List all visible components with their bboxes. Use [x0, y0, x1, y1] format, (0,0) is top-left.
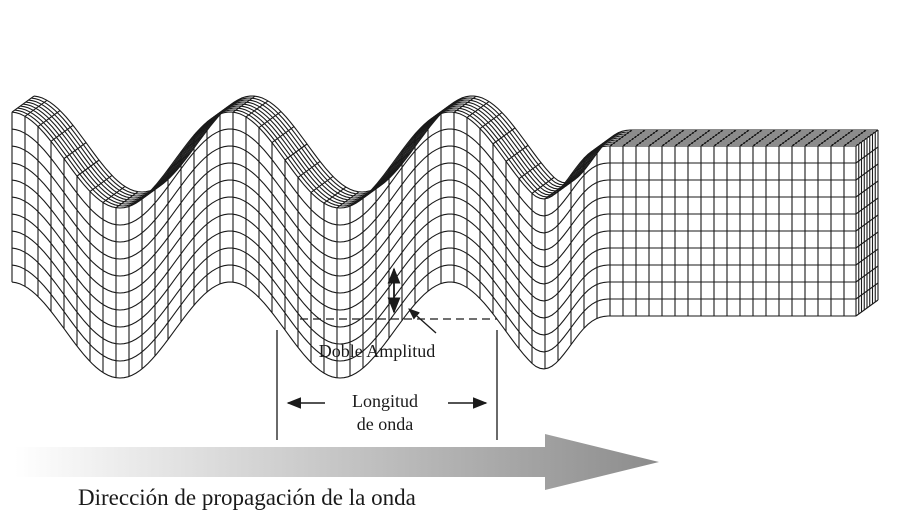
grid-line — [76, 159, 100, 177]
grid-line — [687, 129, 711, 147]
grid-line — [11, 247, 856, 345]
grid-line — [323, 186, 347, 204]
grid-line — [375, 168, 399, 186]
grid-line — [596, 131, 620, 149]
grid-line — [102, 186, 126, 203]
grid-line — [765, 129, 789, 147]
grid-line — [206, 105, 230, 123]
grid-line — [11, 264, 856, 362]
grid-line — [11, 230, 856, 328]
propagation-arrow — [15, 434, 659, 490]
double-amplitude-indicator: Doble Amplitud — [300, 267, 497, 361]
grid-line — [11, 95, 35, 113]
wavelength-label-line2: de onda — [357, 414, 413, 434]
grid-line — [830, 129, 854, 147]
grid-line — [63, 142, 87, 160]
grid-line — [219, 97, 243, 115]
grid-line — [11, 179, 856, 277]
grid-line — [11, 145, 856, 243]
grid-line — [778, 129, 802, 147]
grid-line — [284, 143, 308, 161]
wavelength-indicator: Longitud de onda — [276, 330, 498, 440]
amplitude-label: Doble Amplitud — [319, 341, 436, 361]
grid-line — [505, 144, 529, 162]
grid-line — [453, 95, 477, 113]
grid-line — [401, 134, 425, 151]
propagation-label: Dirección de propagación de la onda — [78, 485, 416, 510]
grid-line — [11, 196, 856, 294]
grid-line — [414, 117, 438, 135]
grid-line — [349, 189, 373, 207]
rock-block-grid — [11, 95, 879, 379]
grid-line — [791, 129, 815, 147]
grid-line — [115, 191, 139, 209]
grid-line — [50, 124, 74, 142]
grid-line — [388, 151, 412, 169]
grid-line — [37, 110, 61, 127]
grid-line — [89, 174, 113, 192]
grid-line — [817, 129, 841, 147]
grid-line — [492, 127, 516, 145]
grid-line — [336, 191, 360, 209]
grid-line — [297, 160, 321, 178]
grid-line — [700, 129, 724, 147]
grid-line — [128, 189, 152, 207]
grid-line — [739, 129, 763, 147]
grid-line — [271, 126, 295, 144]
grid-line — [154, 169, 178, 187]
grid-line — [427, 104, 451, 122]
grid-line — [310, 176, 334, 193]
grid-line — [20, 105, 865, 203]
grid-line — [25, 101, 870, 199]
grid-line — [518, 162, 542, 180]
grid-line — [804, 129, 828, 147]
grid-line — [362, 181, 386, 199]
grid-line — [635, 129, 659, 147]
grid-line — [24, 99, 48, 117]
grid-line — [167, 153, 191, 170]
grid-line — [713, 129, 737, 147]
grid-line — [479, 112, 503, 130]
grid-line — [11, 281, 856, 379]
grid-line — [843, 129, 867, 147]
grid-line — [622, 129, 646, 147]
grid-line — [28, 99, 873, 197]
grid-line — [557, 174, 581, 192]
amplitude-pointer — [408, 308, 437, 334]
grid-line — [752, 129, 776, 147]
grid-line — [726, 129, 750, 147]
grid-line — [232, 95, 256, 113]
grid-line — [674, 129, 698, 147]
grid-line — [531, 176, 555, 194]
grid-line — [609, 129, 633, 147]
grid-line — [245, 100, 269, 118]
wavelength-label-line1: Longitud — [352, 391, 418, 411]
grid-line — [11, 128, 856, 226]
grid-line — [33, 95, 878, 193]
grid-line — [570, 158, 594, 176]
grid-line — [258, 111, 282, 128]
grid-line — [661, 129, 685, 147]
grid-line — [544, 182, 568, 200]
grid-line — [180, 135, 204, 153]
grid-line — [141, 182, 165, 200]
grid-line — [466, 101, 490, 118]
grid-line — [193, 118, 217, 136]
grid-line — [440, 97, 464, 115]
grid-line — [11, 162, 856, 260]
grid-line — [648, 129, 672, 147]
grid-line — [17, 107, 862, 205]
grid-line — [11, 213, 856, 311]
